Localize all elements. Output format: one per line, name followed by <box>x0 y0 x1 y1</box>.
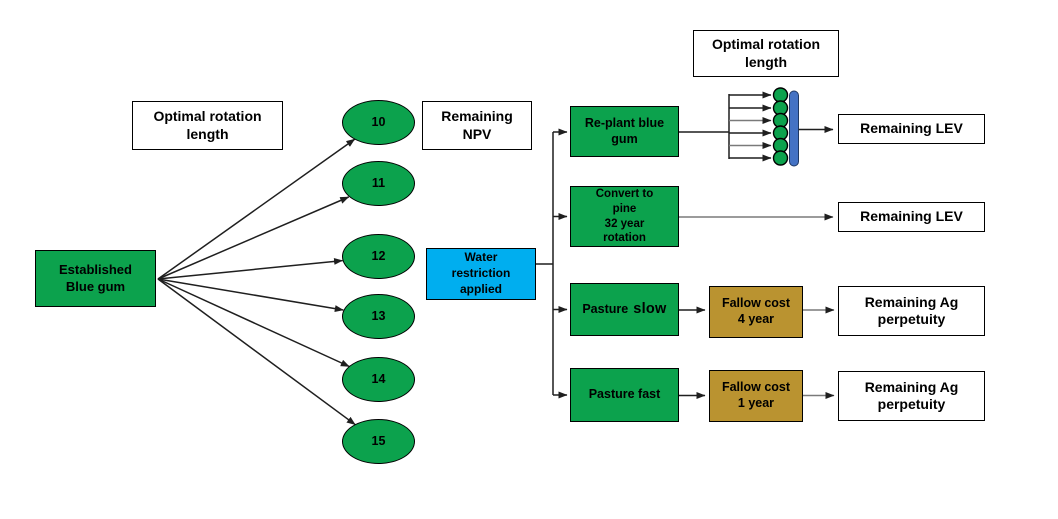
rotation-chance-dot <box>772 125 789 141</box>
remaining-lev-replant-label: Remaining LEV <box>838 114 985 144</box>
established-blue-gum-node: Established Blue gum <box>35 250 156 307</box>
remaining-ag-slow-label: Remaining Ag perpetuity <box>838 286 985 336</box>
water-restriction-node: Water restriction applied <box>426 248 536 300</box>
rotation-node-10: 10 <box>342 100 415 145</box>
remaining-lev-pine-label: Remaining LEV <box>838 202 985 232</box>
convert-to-pine-node: Convert to pine 32 year rotation <box>570 186 679 247</box>
connector-root-10 <box>157 138 356 280</box>
connector-replant-fan <box>679 94 730 159</box>
rotation-node-14: 14 <box>342 357 415 402</box>
pasture-fast-node: Pasture fast <box>570 368 679 422</box>
collector-bar <box>789 90 799 167</box>
pasture-slow-node: Pasture slow <box>570 283 679 336</box>
rotation-chance-dot <box>772 87 789 103</box>
rotation-chance-dot <box>772 100 789 116</box>
replant-blue-gum-node: Re-plant blue gum <box>570 106 679 157</box>
connector-root-15 <box>157 278 356 426</box>
fallow-cost-4yr-node: Fallow cost 4 year <box>709 286 803 338</box>
connector-root-14 <box>157 278 350 368</box>
optimal-rotation-length-label-right: Optimal rotation length <box>693 30 839 77</box>
rotation-node-12: 12 <box>342 234 415 279</box>
connector-root-11 <box>157 196 350 280</box>
rotation-chance-dot <box>772 150 789 166</box>
optimal-rotation-length-label-left: Optimal rotation length <box>132 101 283 150</box>
remaining-npv-label: Remaining NPV <box>422 101 532 150</box>
fallow-cost-1yr-node: Fallow cost 1 year <box>709 370 803 422</box>
connector-root-13 <box>157 278 344 313</box>
rotation-node-15: 15 <box>342 419 415 464</box>
pasture-slow-emph: slow <box>633 301 667 318</box>
rotation-chance-dot <box>772 137 789 154</box>
rotation-node-13: 13 <box>342 294 415 339</box>
remaining-ag-fast-label: Remaining Ag perpetuity <box>838 371 985 421</box>
pasture-slow-prefix: Pasture <box>582 301 629 316</box>
connector-trunk <box>536 132 554 395</box>
rotation-node-11: 11 <box>342 161 415 206</box>
connector-root-12 <box>157 257 343 280</box>
rotation-chance-dot <box>772 112 789 129</box>
